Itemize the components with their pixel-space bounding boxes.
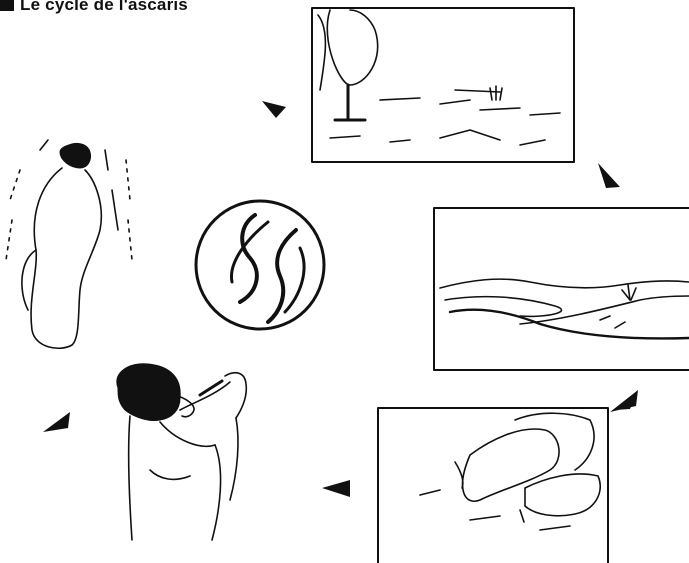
arrow-icon-5	[43, 412, 70, 432]
worms-circle-icon	[196, 201, 324, 329]
arrow-icon-4	[322, 480, 350, 497]
soil-landscape-icon	[434, 208, 689, 370]
arrow-icon-3	[610, 390, 638, 412]
field-tree-icon	[312, 8, 574, 162]
arrow-icon-2	[598, 163, 620, 188]
sleeping-child-icon	[6, 140, 132, 348]
arrow-icon-1	[262, 101, 286, 118]
boy-drinking-icon	[117, 364, 246, 540]
hands-in-soil-icon	[378, 408, 608, 563]
